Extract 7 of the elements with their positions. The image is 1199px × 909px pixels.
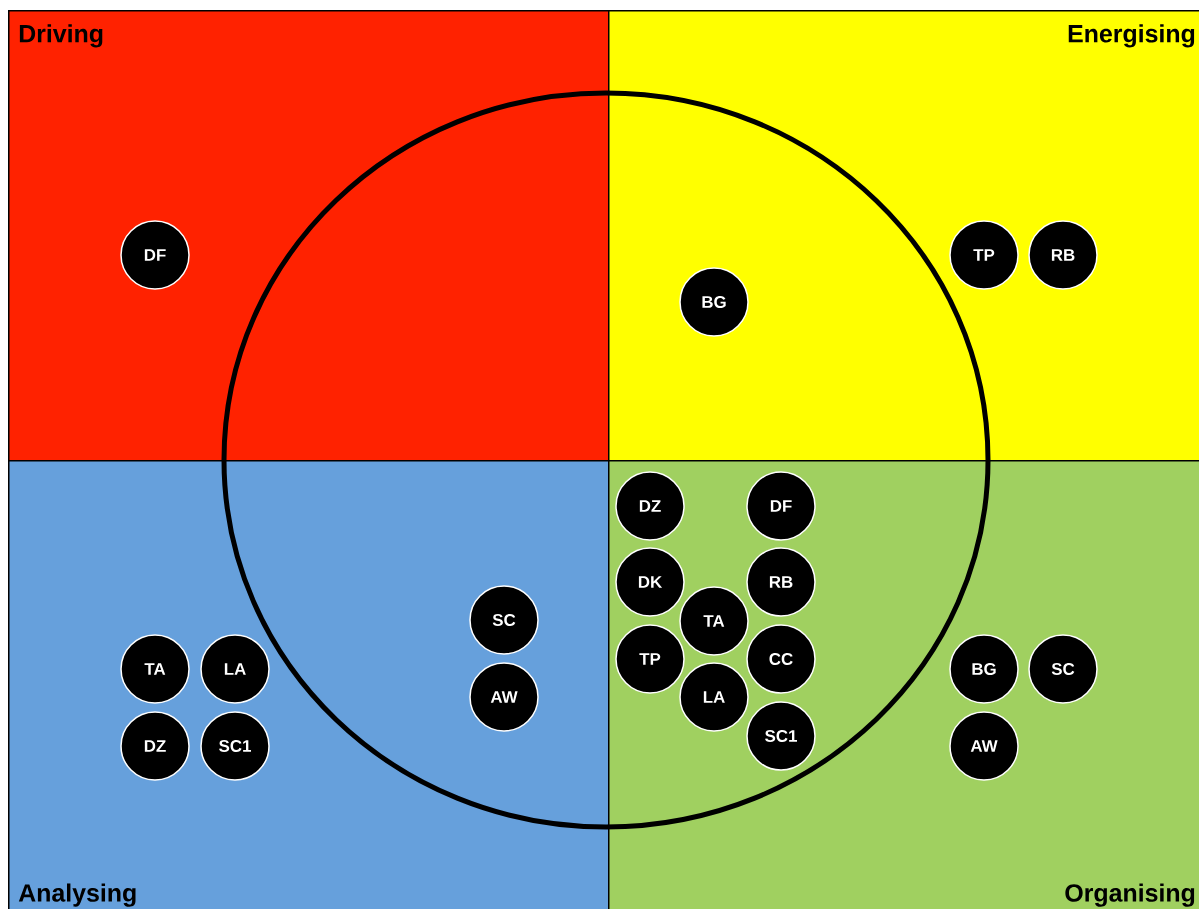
quadrant-heading: Energising [1068,24,1195,48]
quadrant-heading: Organising [1065,883,1195,907]
quadrant-heading: Analysing [18,883,136,907]
quadrant [608,10,1199,462]
quadrant [8,460,610,909]
quadrant-heading: Driving [19,24,103,48]
quadrant [8,10,610,462]
